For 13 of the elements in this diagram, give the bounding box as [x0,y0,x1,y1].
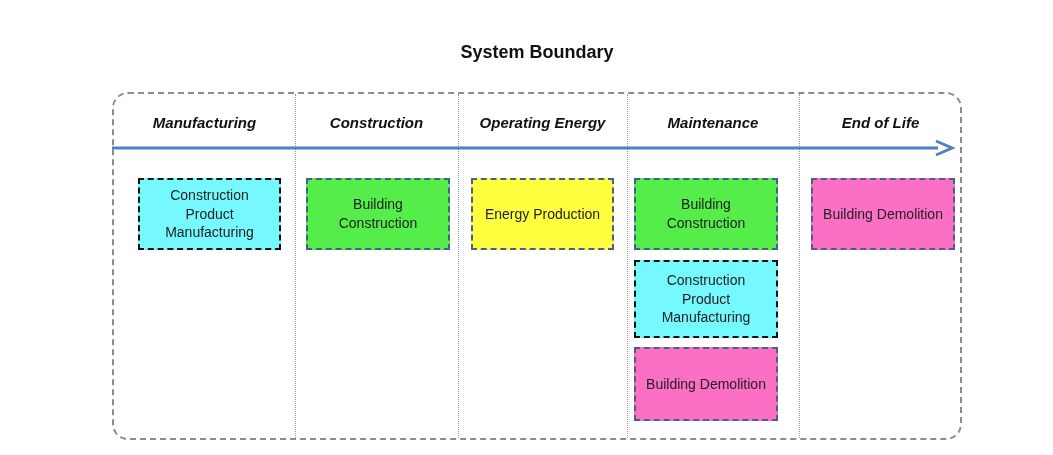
phase-heading: Operating Energy [479,114,606,131]
process-box: Building Demolition [811,178,955,250]
phase-heading: Construction [329,114,424,131]
process-box: Building Demolition [634,347,778,421]
title: System Boundary [459,42,615,63]
process-box: Energy Production [471,178,614,250]
process-box: Building Construction [634,178,778,250]
process-box: Construction Product Manufacturing [138,178,281,250]
phase-heading: Manufacturing [152,114,257,131]
phase-heading: Maintenance [667,114,759,131]
process-box: Construction Product Manufacturing [634,260,778,338]
process-box: Building Construction [306,178,450,250]
phase-heading: End of Life [841,114,920,131]
